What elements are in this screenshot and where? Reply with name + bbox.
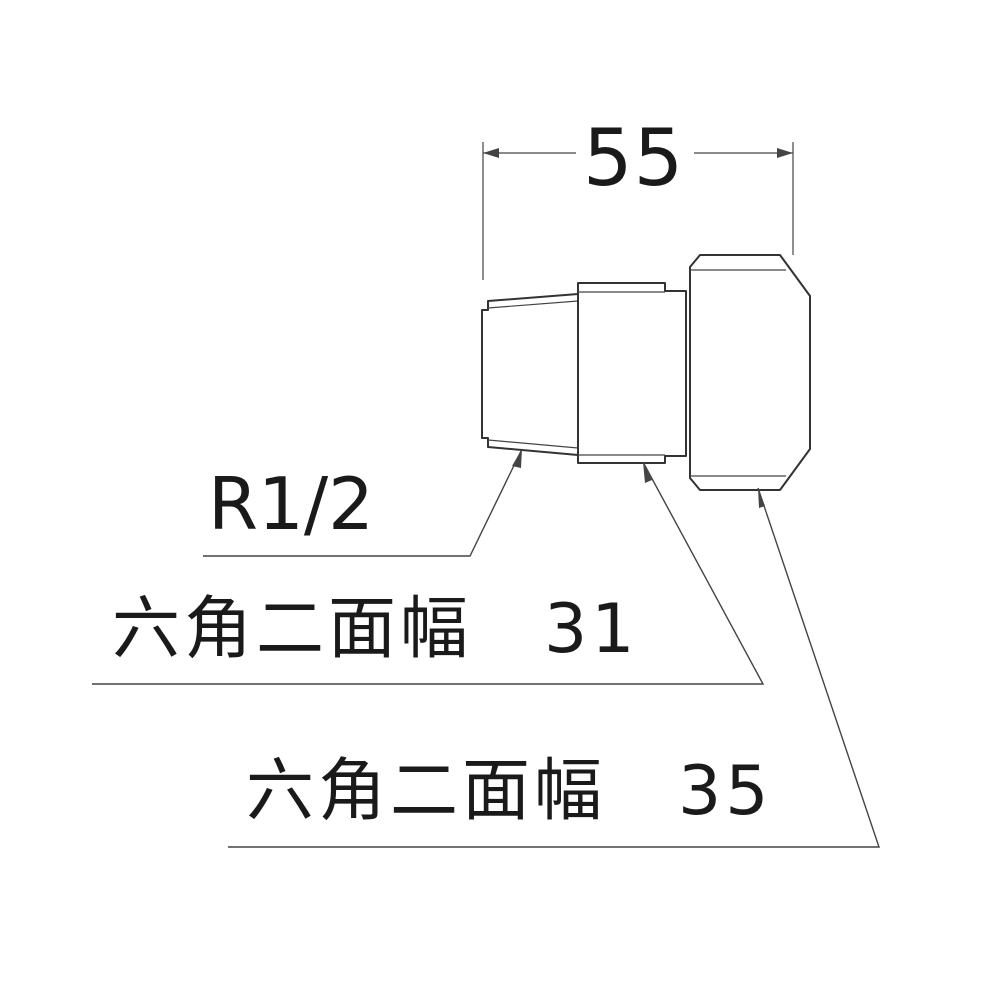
dimension-arrow-left [483,148,499,158]
leader-hex35 [228,487,880,848]
dimension-arrow-right [777,148,793,158]
thread-callout-label: R1/2 [208,462,374,546]
leader-hex31 [92,461,765,685]
hex35-nut [689,254,811,491]
hex31-body [577,282,687,464]
leader-hex31-arrow [643,462,652,483]
hex35-callout-label: 六角二面幅 35 [246,752,773,831]
thread-root-line-top [487,300,579,309]
dimension-label: 55 [583,114,685,204]
leader-hex35-arrow [758,488,765,508]
leader-thread [203,448,523,557]
hex31-callout-label: 六角二面幅 31 [112,590,639,669]
thread-root-line-bottom [487,439,579,449]
leader-thread-arrow [512,449,522,468]
threaded-end [481,293,579,456]
